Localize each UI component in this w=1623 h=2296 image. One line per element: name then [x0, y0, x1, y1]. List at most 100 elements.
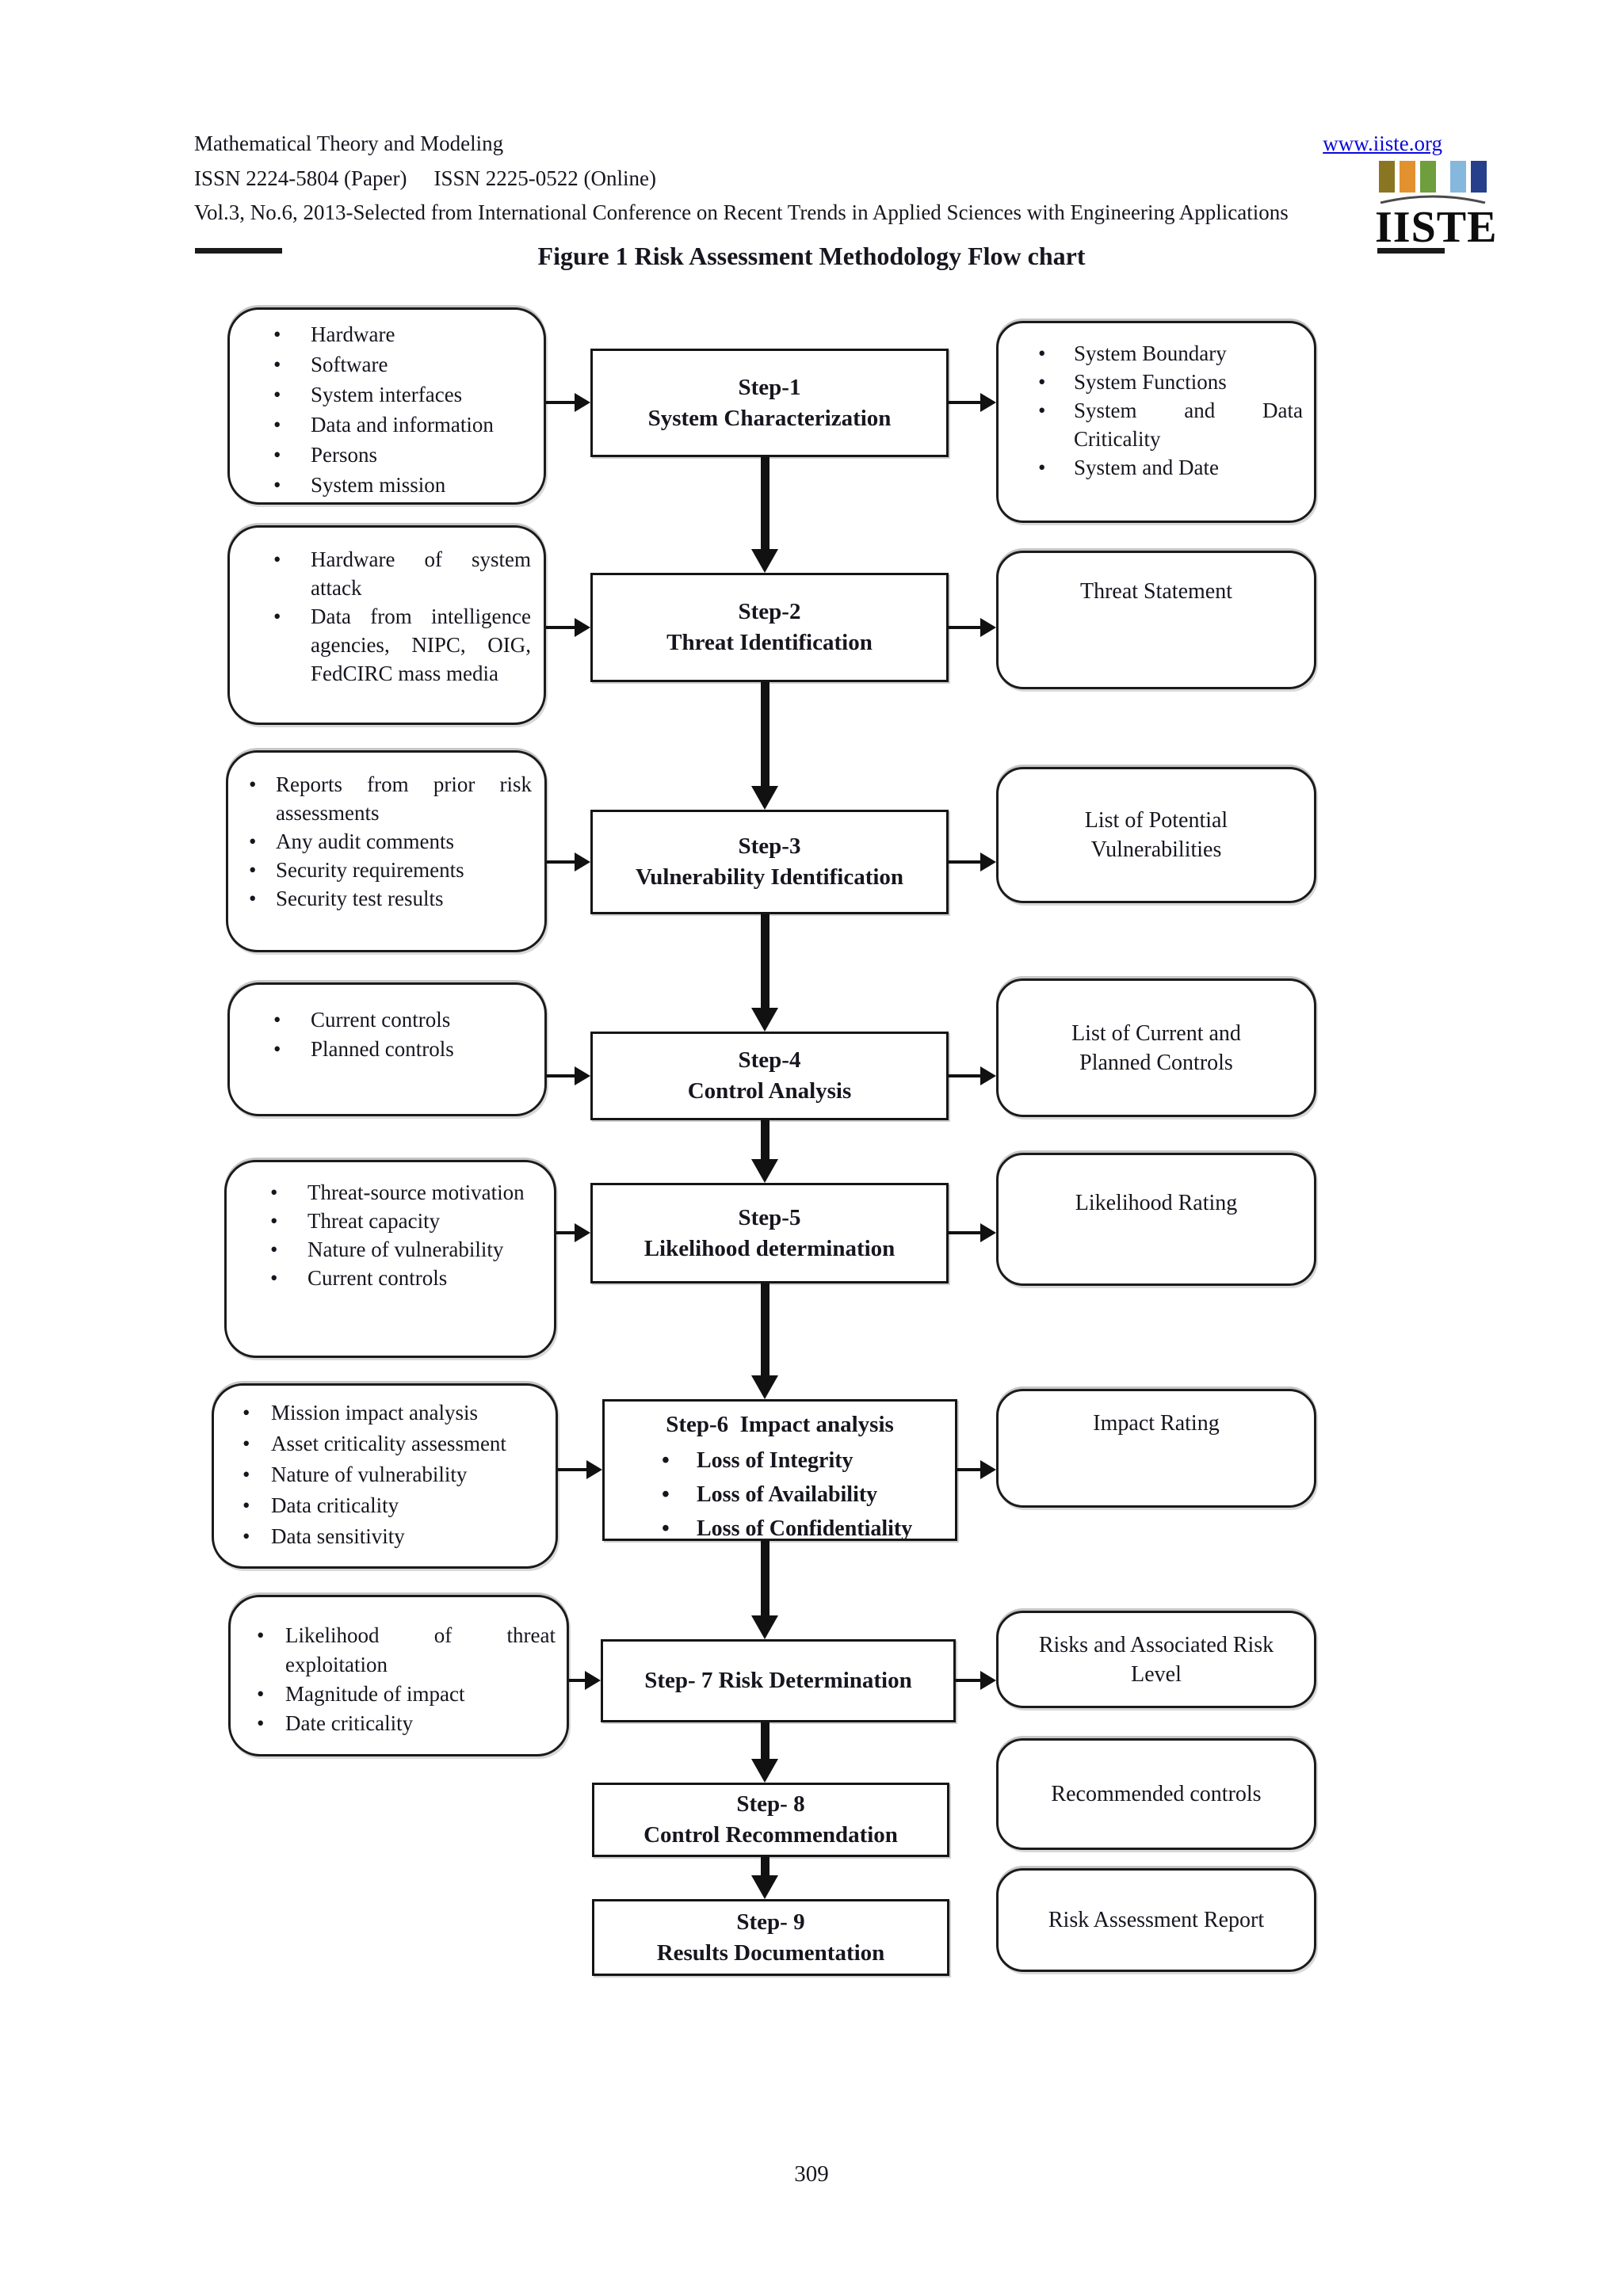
- step9-box: Step- 9 Results Documentation: [592, 1899, 949, 1976]
- list-item: Date criticality: [257, 1709, 556, 1738]
- bullet-list: Hardware Software System interfaces Data…: [230, 310, 544, 500]
- step3-box: Step-3 Vulnerability Identification: [590, 810, 949, 914]
- list-item: Asset criticality assessment: [242, 1428, 548, 1459]
- step7-box: Step- 7 Risk Determination: [601, 1639, 956, 1722]
- output-box-step1: System Boundary System Functions System …: [996, 321, 1316, 523]
- step-name: System Characterization: [647, 405, 892, 431]
- step5-box: Step-5 Likelihood determination: [590, 1183, 949, 1283]
- logo-bar: [1449, 161, 1466, 193]
- logo-bars-icon: [1375, 161, 1490, 193]
- list-item: Nature of vulnerability: [242, 1459, 548, 1490]
- list-item: Data and information: [273, 410, 531, 440]
- list-item: Data sensitivity: [242, 1521, 548, 1552]
- list-item: System mission: [273, 470, 531, 500]
- arrow-down-icon: [751, 682, 778, 810]
- list-item: Threat-source motivation: [270, 1178, 546, 1207]
- output-box-step8: Recommended controls: [996, 1738, 1316, 1850]
- step-label: Step- 8: [736, 1791, 805, 1817]
- output-label: Risk Assessment Report: [1048, 1908, 1265, 1932]
- input-box-step3: Reports from prior risk assessments Any …: [226, 750, 547, 952]
- output-label: Recommended controls: [1051, 1782, 1262, 1806]
- arrow-down-icon: [751, 914, 778, 1032]
- arrow-right-icon: [957, 1460, 996, 1479]
- logo-wordmark: IISTE: [1375, 203, 1498, 252]
- list-item: Security requirements: [249, 856, 532, 884]
- input-box-step5: Threat-source motivation Threat capacity…: [224, 1160, 556, 1358]
- list-item: Likelihood of threat exploitation: [257, 1621, 556, 1680]
- arrow-down-icon: [751, 1722, 778, 1783]
- step-name: Likelihood determination: [643, 1235, 896, 1261]
- output-label: Risks and Associated Risk Level: [1038, 1632, 1274, 1687]
- arrow-down-icon: [751, 457, 778, 573]
- arrow-right-icon: [569, 1671, 601, 1690]
- output-box-step2: Threat Statement: [996, 551, 1316, 689]
- bullet-list: Loss of Integrity Loss of Availability L…: [605, 1440, 955, 1546]
- output-label: Likelihood Rating: [1075, 1191, 1238, 1215]
- list-item: Mission impact analysis: [242, 1398, 548, 1428]
- step8-box: Step- 8 Control Recommendation: [592, 1783, 949, 1857]
- arrow-right-icon: [956, 1671, 996, 1690]
- arrow-right-icon: [949, 1066, 996, 1085]
- figure-title: Figure 1 Risk Assessment Methodology Flo…: [537, 242, 1086, 270]
- list-item: Nature of vulnerability: [270, 1235, 546, 1264]
- logo-arc-icon: [1380, 195, 1485, 204]
- journal-title: Mathematical Theory and Modeling: [194, 132, 504, 155]
- bullet-list: Mission impact analysis Asset criticalit…: [214, 1386, 556, 1552]
- input-box-step7: Likelihood of threat exploitation Magnit…: [228, 1595, 569, 1756]
- logo-bar: [1470, 161, 1487, 193]
- list-item: Hardware: [273, 319, 531, 349]
- arrow-down-icon: [751, 1857, 778, 1899]
- output-box-step7: Risks and Associated Risk Level: [996, 1611, 1316, 1708]
- bullet-list: Hardware of system attack Data from inte…: [230, 528, 544, 688]
- step-label: Step- 9: [736, 1909, 805, 1935]
- arrow-right-icon: [949, 852, 996, 871]
- header-rule-left: [195, 248, 282, 254]
- bullet-list: Likelihood of threat exploitation Magnit…: [231, 1597, 567, 1738]
- step2-box: Step-2 Threat Identification: [590, 573, 949, 682]
- list-item: Loss of Integrity: [662, 1444, 947, 1478]
- list-item: Data criticality: [242, 1490, 548, 1521]
- list-item: Data from intelligence agencies, NIPC, O…: [273, 602, 531, 688]
- input-box-step2: Hardware of system attack Data from inte…: [227, 525, 546, 725]
- list-item: Software: [273, 349, 531, 379]
- arrow-right-icon: [547, 852, 590, 871]
- bullet-list: System Boundary System Functions System …: [999, 323, 1314, 482]
- list-item: Persons: [273, 440, 531, 470]
- arrow-right-icon: [547, 1066, 590, 1085]
- step-label: Step-3: [738, 833, 801, 859]
- issn-online: ISSN 2225-0522 (Online): [433, 166, 656, 190]
- volume-line: Vol.3, No.6, 2013-Selected from Internat…: [194, 200, 1289, 224]
- bullet-list: Current controls Planned controls: [230, 985, 544, 1064]
- arrow-right-icon: [556, 1223, 590, 1242]
- logo-bar: [1419, 161, 1436, 193]
- output-box-step9: Risk Assessment Report: [996, 1868, 1316, 1972]
- list-item: System and Date: [1038, 453, 1303, 482]
- output-label: Threat Statement: [1079, 579, 1233, 604]
- step6-box: Step-6 Impact analysis Loss of Integrity…: [602, 1399, 957, 1546]
- step-label: Step- 7 Risk Determination: [644, 1668, 912, 1693]
- input-box-step1: Hardware Software System interfaces Data…: [227, 307, 546, 505]
- list-item: Threat capacity: [270, 1207, 546, 1235]
- list-item: Loss of Availability: [662, 1478, 947, 1512]
- list-item: Magnitude of impact: [257, 1680, 556, 1709]
- list-item: Reports from prior risk assessments: [249, 770, 532, 827]
- page-number: 309: [794, 2161, 829, 2187]
- logo-bar: [1378, 161, 1395, 193]
- list-item: Current controls: [273, 1005, 532, 1035]
- output-box-step4: List of Current and Planned Controls: [996, 978, 1316, 1117]
- step-label: Step-2: [738, 599, 801, 624]
- list-item: Current controls: [270, 1264, 546, 1292]
- bullet-list: Reports from prior risk assessments Any …: [228, 753, 544, 913]
- website-link[interactable]: www.iiste.org: [1323, 132, 1442, 155]
- bullet-list: Threat-source motivation Threat capacity…: [227, 1162, 554, 1292]
- step-label: Step-5: [738, 1204, 801, 1230]
- output-label: Impact Rating: [1093, 1411, 1220, 1436]
- output-label: List of Current and Planned Controls: [1071, 1020, 1241, 1075]
- issn-line: ISSN 2224-5804 (Paper)ISSN 2225-0522 (On…: [194, 166, 656, 191]
- logo-bar: [1399, 161, 1415, 193]
- step-name: Vulnerability Identification: [635, 864, 904, 890]
- arrow-right-icon: [949, 393, 996, 412]
- arrow-right-icon: [558, 1460, 602, 1479]
- arrow-right-icon: [949, 1223, 996, 1242]
- list-item: Any audit comments: [249, 827, 532, 856]
